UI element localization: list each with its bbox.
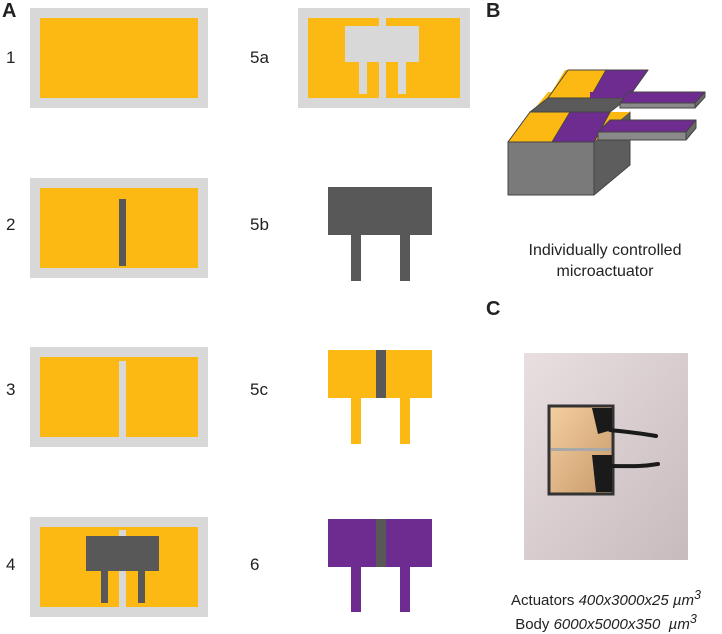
step-label-5c: 5c xyxy=(250,380,268,399)
step-5a-diagram xyxy=(298,8,470,108)
step-5c-diagram xyxy=(328,350,432,444)
step-1-diagram xyxy=(30,8,208,108)
body-exp: 3 xyxy=(689,612,697,626)
actuators-label: Actuators xyxy=(511,592,575,609)
actuators-exp: 3 xyxy=(693,588,701,602)
caption-line-1: Individually controlled xyxy=(528,242,682,259)
step-label-6: 6 xyxy=(250,555,260,574)
step-label-2: 2 xyxy=(6,215,16,234)
panel-c-specs: Actuators 400x3000x25 µm3 Body 6000x5000… xyxy=(490,586,722,634)
step-4-diagram xyxy=(30,517,208,617)
panel-label-c: C xyxy=(486,298,501,320)
device-photo xyxy=(524,353,688,560)
step-6-diagram xyxy=(328,519,432,612)
step-label-5a: 5a xyxy=(250,48,269,67)
panel-b-caption: Individually controlled microactuator xyxy=(500,240,710,282)
step-label-1: 1 xyxy=(6,48,16,67)
step-5b-diagram xyxy=(328,187,432,281)
step-label-5b: 5b xyxy=(250,215,269,234)
body-dims: 6000x5000x350 µm xyxy=(553,616,690,633)
microactuator-3d xyxy=(507,69,706,196)
caption-line-2: microactuator xyxy=(556,263,654,280)
body-spec: Body 6000x5000x350 µm3 xyxy=(490,610,722,634)
panel-label-a: A xyxy=(2,0,17,22)
step-3-diagram xyxy=(30,347,208,447)
actuators-dims: 400x3000x25 µm xyxy=(578,592,694,609)
step-label-4: 4 xyxy=(6,555,16,574)
body-label: Body xyxy=(515,616,550,633)
step-2-diagram xyxy=(30,178,208,278)
panel-label-b: B xyxy=(486,0,501,22)
step-label-3: 3 xyxy=(6,380,16,399)
actuators-spec: Actuators 400x3000x25 µm3 xyxy=(490,586,722,610)
